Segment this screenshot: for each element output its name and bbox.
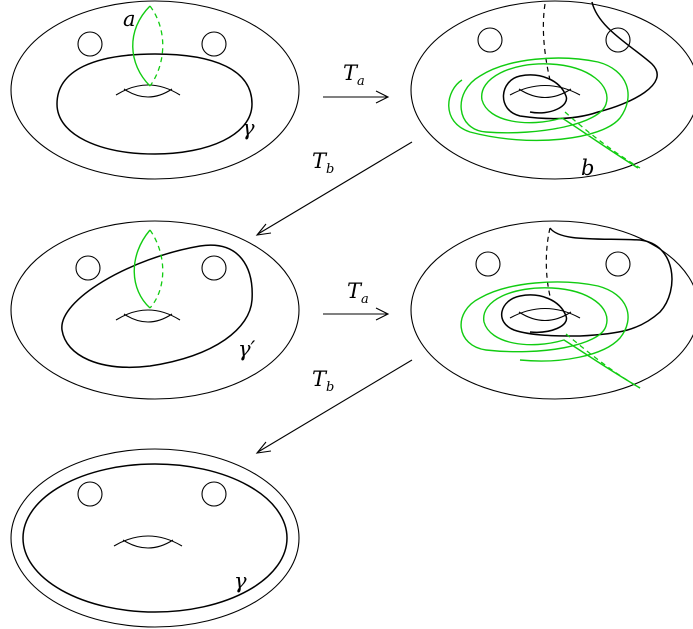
small-hole-left bbox=[477, 27, 503, 53]
arrow-label-twist-b-1: Tb bbox=[312, 149, 334, 177]
curve-gamma-final bbox=[22, 463, 288, 613]
curve-b-spiral bbox=[448, 57, 639, 169]
small-hole-right bbox=[605, 27, 631, 53]
curve-gamma-twisted bbox=[502, 1, 658, 120]
curve-a bbox=[132, 5, 151, 87]
label-gamma-prime: γ′ bbox=[238, 337, 256, 361]
surface-panel-5: γ bbox=[10, 448, 300, 628]
small-hole-left bbox=[77, 481, 103, 507]
small-hole-left bbox=[475, 251, 501, 277]
surface-panel-4 bbox=[410, 220, 693, 400]
central-handle bbox=[509, 308, 581, 322]
central-handle bbox=[115, 309, 181, 323]
arrow-twist-a-1: Ta bbox=[323, 61, 390, 104]
label-gamma-final: γ bbox=[234, 569, 247, 593]
surface-outline bbox=[10, 0, 300, 180]
label-a: a bbox=[123, 7, 136, 31]
central-handle bbox=[113, 535, 183, 549]
curve-gamma bbox=[56, 53, 253, 155]
curve-gamma-prime bbox=[61, 244, 253, 368]
central-handle bbox=[509, 85, 581, 99]
curve-b-hidden bbox=[565, 333, 641, 389]
surface-outline bbox=[410, 220, 693, 400]
curve-a-hidden bbox=[149, 229, 164, 309]
curve-b-hidden bbox=[564, 111, 641, 169]
surface-outline bbox=[410, 0, 693, 180]
small-hole-right bbox=[201, 31, 227, 57]
surface-outline bbox=[10, 448, 300, 628]
label-gamma-1: γ bbox=[242, 116, 255, 140]
arrow-twist-a-2: Ta bbox=[323, 279, 390, 321]
central-handle bbox=[115, 84, 181, 98]
surface-panel-3: γ′ bbox=[10, 220, 300, 400]
surface-panel-2: b bbox=[410, 0, 693, 180]
small-hole-right bbox=[201, 255, 227, 281]
small-hole-left bbox=[77, 31, 103, 57]
small-hole-right bbox=[605, 251, 631, 277]
arrow-twist-b-2: Tb bbox=[255, 359, 413, 454]
small-hole-right bbox=[201, 481, 227, 507]
curve-gamma-prime-hidden bbox=[545, 227, 552, 301]
arrow-twist-b-1: Tb bbox=[255, 141, 413, 236]
label-b: b bbox=[581, 156, 594, 180]
curve-a bbox=[133, 229, 151, 309]
surface-panel-1: a γ bbox=[10, 0, 300, 180]
curve-b-spiral bbox=[460, 281, 641, 389]
arrow-label-twist-a-2: Ta bbox=[347, 279, 369, 307]
curve-a-hidden bbox=[149, 5, 164, 87]
surface-outline bbox=[10, 220, 300, 400]
curve-gamma-prime-twisted bbox=[500, 227, 673, 337]
curve-gamma-hidden bbox=[542, 3, 551, 81]
small-hole-left bbox=[75, 255, 101, 281]
arrow-label-twist-a-1: Ta bbox=[343, 61, 365, 89]
arrow-label-twist-b-2: Tb bbox=[312, 367, 334, 395]
